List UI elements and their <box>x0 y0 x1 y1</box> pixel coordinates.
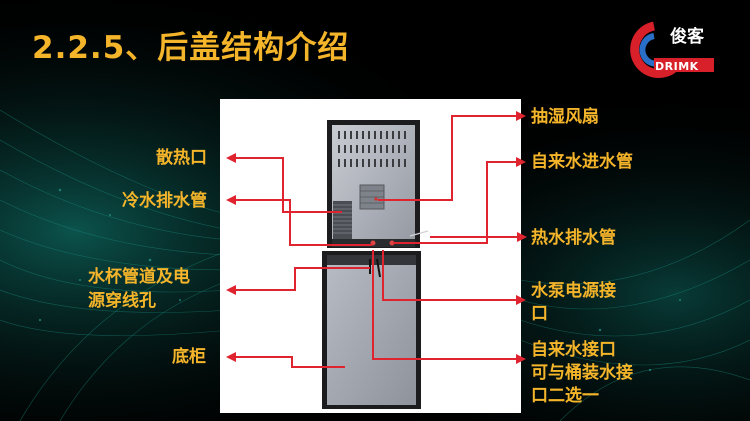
logo-mark-icon <box>630 21 714 79</box>
slide-title: 2.2.5、后盖结构介绍 <box>32 30 350 66</box>
label-heat-vent: 散热口 <box>156 148 207 168</box>
label-cup-pipe-line1: 水杯管道及电 <box>88 267 190 287</box>
company-logo: 俊客 DRIMK <box>624 20 724 82</box>
label-pump-power-line1: 水泵电源接 <box>531 281 616 301</box>
label-water-port-line1: 自来水接口 <box>531 340 616 360</box>
label-cabinet: 底柜 <box>172 347 206 367</box>
product-photo <box>220 99 521 413</box>
label-water-port-line2: 可与桶装水接 <box>531 363 633 383</box>
logo-chinese-name: 俊客 <box>670 27 704 47</box>
label-hot-drain: 热水排水管 <box>531 228 616 248</box>
label-pump-power-line2: 口 <box>531 304 548 324</box>
label-cold-drain: 冷水排水管 <box>122 191 207 211</box>
label-dehumid-fan: 抽湿风扇 <box>531 107 599 127</box>
label-cup-pipe-line2: 源穿线孔 <box>88 291 156 311</box>
logo-english-name: DRIMK <box>655 60 699 73</box>
label-water-port-line3: 口二选一 <box>531 386 599 406</box>
water-dispenser-back-image <box>322 120 429 409</box>
label-tap-inlet: 自来水进水管 <box>531 152 633 172</box>
